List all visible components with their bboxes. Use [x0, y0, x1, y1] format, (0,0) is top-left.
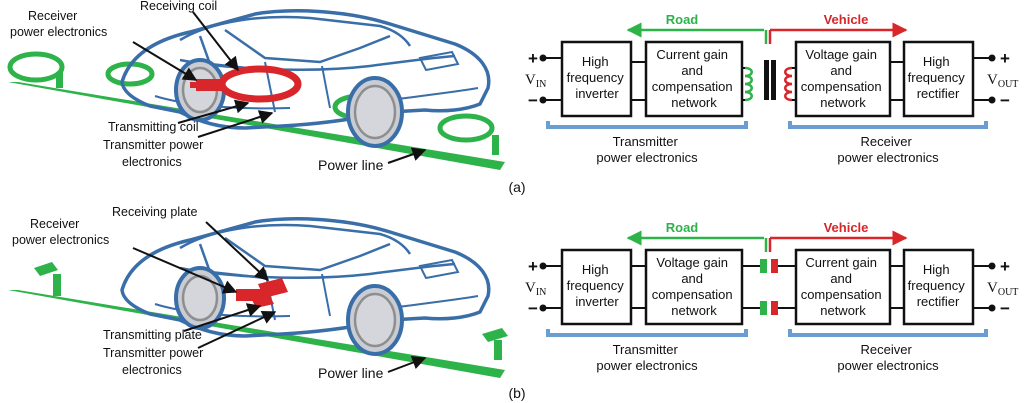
block-a-road-compensation-text: Current gain and compensation network: [652, 47, 737, 110]
label-transmitter-pe-a-2: electronics: [122, 155, 182, 169]
panel-a-circuit: Road Vehicle High frequency inverter Cur…: [525, 12, 1018, 165]
block-a-inverter: [560, 40, 633, 118]
brace-b-receiver: Receiver power electronics: [837, 342, 939, 373]
vin-plus-a: +: [528, 49, 538, 68]
vout-plus-a: +: [1000, 49, 1010, 68]
block-b-vehicle-compensation-text: Current gain and compensation network: [801, 255, 886, 318]
block-b-inverter: [560, 248, 633, 326]
receiving-plate-b: [258, 278, 288, 298]
label-transmitter-pe-b-1: Transmitter power: [103, 346, 203, 360]
panel-b-circuit: Road Vehicle High frequency inverter Vol…: [525, 220, 1018, 373]
coupling-plates-b: [760, 259, 778, 315]
coupling-coils-a: [743, 58, 794, 102]
panel-a-tag: (a): [508, 179, 525, 195]
panel-a-illustration: Receiver power electronics Receiving coi…: [7, 0, 505, 173]
vout-minus-a: −: [1000, 91, 1010, 110]
vin-minus-a: −: [528, 91, 538, 110]
label-receiver-pe-a-1: Receiver: [28, 9, 77, 23]
label-receiving-coil: Receiving coil: [140, 0, 217, 13]
label-power-line-b: Power line: [318, 365, 384, 381]
label-power-line-a: Power line: [318, 157, 384, 173]
vehicle-label-a: Vehicle: [824, 12, 869, 27]
vin-label-b: VIN: [525, 280, 546, 298]
vin-minus-b: −: [528, 299, 538, 318]
block-b-road-compensation-text: Voltage gain and compensation network: [652, 255, 737, 318]
label-transmitter-pe-a-1: Transmitter power: [103, 138, 203, 152]
label-receiving-plate: Receiving plate: [112, 205, 198, 219]
receiver-electronics-a: [196, 79, 222, 91]
block-a-inverter-text: High frequency inverter: [567, 54, 628, 101]
panel-b-illustration: Receiver power electronics Receiving pla…: [8, 205, 508, 381]
block-a-rectifier: [902, 40, 975, 118]
block-b-rectifier-text: High frequency rectifier: [908, 262, 969, 309]
road-label-a: Road: [666, 12, 699, 27]
vout-label-a: VOUT: [987, 72, 1018, 90]
vin-label-a: VIN: [525, 72, 546, 90]
label-receiver-pe-a-2: power electronics: [10, 25, 107, 39]
block-a-road-compensation: [644, 40, 744, 118]
label-transmitting-plate: Transmitting plate: [103, 328, 202, 342]
label-receiver-pe-b-2: power electronics: [12, 233, 109, 247]
receiver-electronics-b: [236, 289, 264, 301]
vout-label-b: VOUT: [987, 280, 1018, 298]
vehicle-label-b: Vehicle: [824, 220, 869, 235]
vin-plus-b: +: [528, 257, 538, 276]
block-a-vehicle-compensation: [794, 40, 892, 118]
label-transmitter-pe-b-2: electronics: [122, 363, 182, 377]
block-b-vehicle-compensation: [794, 248, 892, 326]
block-b-inverter-text: High frequency inverter: [567, 262, 628, 309]
label-receiver-pe-b-1: Receiver: [30, 217, 79, 231]
vout-minus-b: −: [1000, 299, 1010, 318]
label-transmitting-coil: Transmitting coil: [108, 120, 199, 134]
block-b-road-compensation: [644, 248, 744, 326]
block-b-rectifier: [902, 248, 975, 326]
brace-a-transmitter: Transmitter power electronics: [596, 134, 698, 165]
panel-b-tag: (b): [508, 385, 525, 401]
block-a-vehicle-compensation-text: Voltage gain and compensation network: [801, 47, 886, 110]
vout-plus-b: +: [1000, 257, 1010, 276]
brace-a-receiver: Receiver power electronics: [837, 134, 939, 165]
receiving-coil-a: [218, 65, 302, 103]
road-label-b: Road: [666, 220, 699, 235]
block-a-rectifier-text: High frequency rectifier: [908, 54, 969, 101]
brace-b-transmitter: Transmitter power electronics: [596, 342, 698, 373]
